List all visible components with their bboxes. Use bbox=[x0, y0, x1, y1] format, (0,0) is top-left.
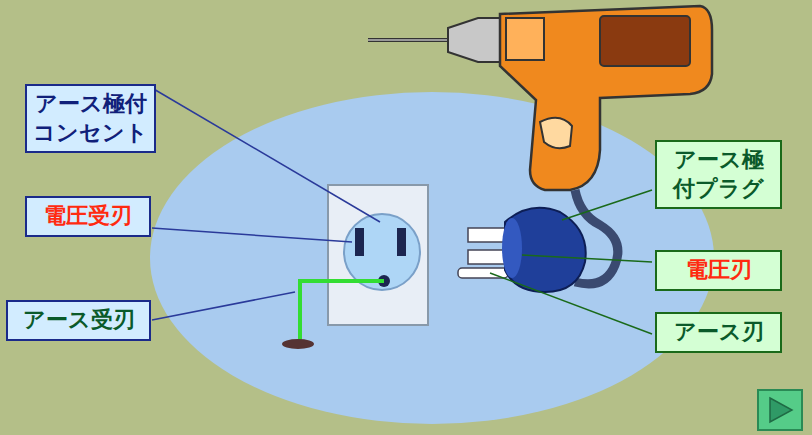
voltage-blade-label: 電圧刃 bbox=[655, 250, 782, 291]
label-text: アース受刃 bbox=[23, 306, 135, 335]
earth-wire bbox=[300, 281, 384, 340]
label-text: 電圧受刃 bbox=[44, 202, 132, 231]
plug-label: アース極 付プラグ bbox=[655, 140, 782, 209]
label-text: 電圧刃 bbox=[686, 256, 752, 285]
earth-terminal bbox=[282, 339, 314, 349]
earth-blade-label: アース刃 bbox=[655, 312, 782, 353]
earth-socket-label: アース受刃 bbox=[6, 300, 151, 341]
label-text: アース極 付プラグ bbox=[663, 146, 774, 203]
voltage-socket-label: 電圧受刃 bbox=[25, 196, 151, 237]
outlet-label: アース極付 コンセント bbox=[25, 84, 156, 153]
grounded-outlet bbox=[328, 185, 428, 325]
leader-lines-right bbox=[490, 190, 652, 334]
leader-lines-left bbox=[152, 88, 380, 320]
label-text: アース極付 コンセント bbox=[33, 90, 148, 147]
next-button bbox=[758, 390, 802, 430]
grounded-plug bbox=[458, 208, 586, 292]
background-ellipse bbox=[150, 92, 714, 424]
label-text: アース刃 bbox=[674, 318, 764, 347]
